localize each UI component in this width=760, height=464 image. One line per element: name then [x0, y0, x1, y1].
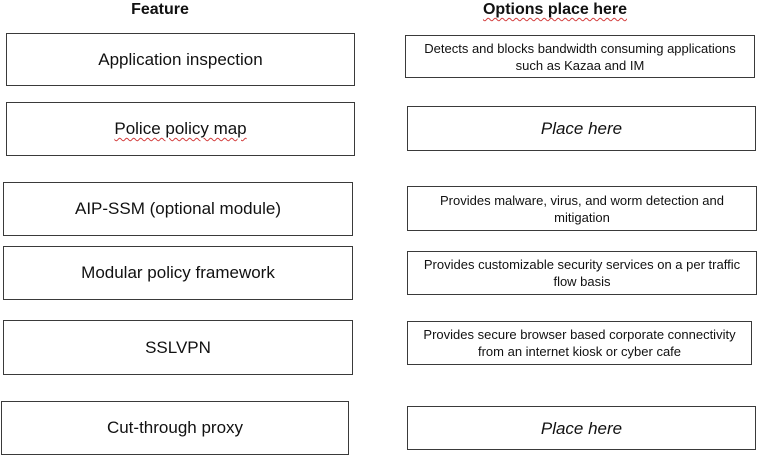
option-box-malware-detection[interactable]: Provides malware, virus, and worm detect…	[407, 186, 757, 231]
option-placeholder-label: Place here	[540, 119, 623, 138]
option-label: Provides secure browser based corporate …	[423, 327, 736, 359]
option-label: Provides malware, virus, and worm detect…	[440, 192, 724, 225]
option-label: Detects and blocks bandwidth consuming a…	[424, 40, 736, 73]
option-placeholder-label: Place here	[540, 418, 623, 438]
option-drop-target-6[interactable]: Place here	[407, 406, 756, 450]
option-label: Provides customizable security services …	[423, 257, 741, 289]
feature-box-application-inspection[interactable]: Application inspection	[6, 33, 355, 86]
feature-label: Modular policy framework	[81, 263, 275, 282]
options-column-header: Options place here	[482, 1, 628, 18]
feature-label: AIP-SSM (optional module)	[75, 199, 281, 218]
feature-box-sslvpn[interactable]: SSLVPN	[3, 320, 353, 375]
feature-label: Application inspection	[98, 49, 263, 69]
feature-box-modular-policy-framework[interactable]: Modular policy framework	[3, 246, 353, 300]
option-drop-target-2[interactable]: Place here	[407, 106, 756, 151]
feature-label: Police policy map	[114, 119, 247, 138]
option-box-customizable-services[interactable]: Provides customizable security services …	[407, 251, 757, 295]
feature-box-police-policy-map[interactable]: Police policy map	[6, 102, 355, 156]
feature-label: Cut-through proxy	[106, 418, 244, 437]
feature-column-header: Feature	[131, 1, 189, 18]
feature-box-cut-through-proxy[interactable]: Cut-through proxy	[1, 401, 349, 455]
feature-box-aip-ssm[interactable]: AIP-SSM (optional module)	[3, 182, 353, 236]
option-box-bandwidth-detection[interactable]: Detects and blocks bandwidth consuming a…	[405, 35, 755, 78]
feature-label: SSLVPN	[145, 337, 211, 357]
option-box-secure-browser[interactable]: Provides secure browser based corporate …	[407, 321, 752, 365]
